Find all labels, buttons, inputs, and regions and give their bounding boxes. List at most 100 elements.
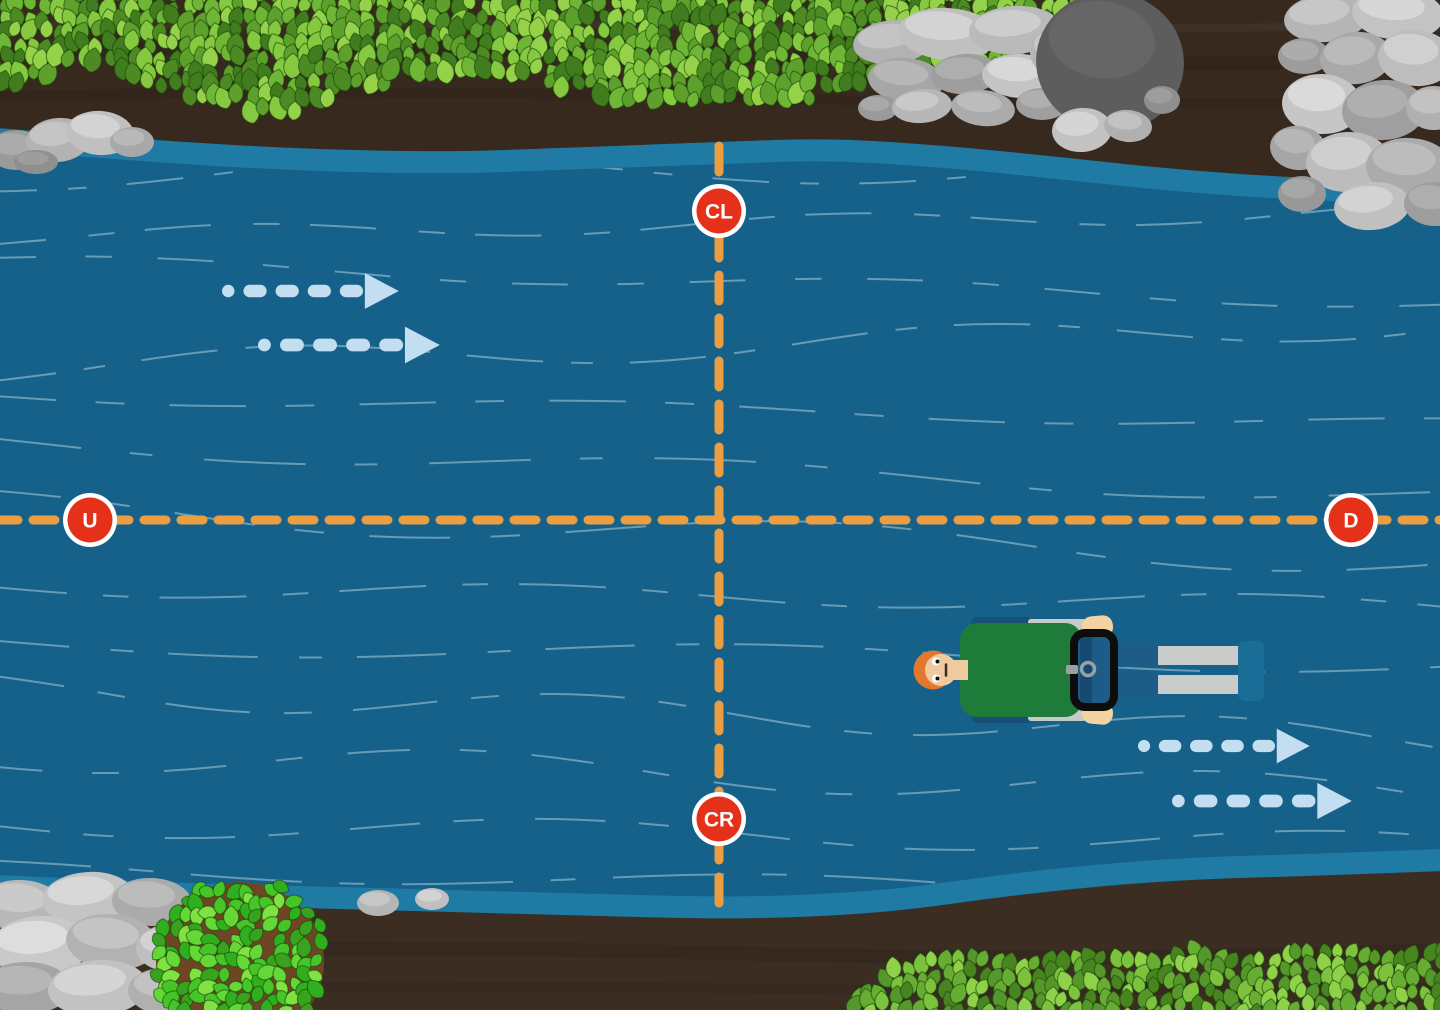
swimmer [913,615,1264,725]
leaf [1288,1000,1301,1010]
leaf [772,0,792,16]
leaf [1120,949,1135,970]
leaf [166,0,183,2]
leaf [288,906,302,921]
leaf [272,879,290,894]
swimmer-feet [1238,641,1264,701]
rock-highlight [1311,136,1372,170]
leaf [741,10,755,29]
leaf [284,894,304,909]
leaf [1158,1002,1173,1010]
leaf [552,74,570,99]
arrow-dash [280,338,304,352]
leaf [1343,955,1359,976]
rock-highlight [1408,185,1440,210]
leaf [23,0,37,11]
arrow-dot [1172,794,1185,808]
leaf [307,969,323,983]
hedge-bottom-right [845,939,1440,1010]
leaf [72,0,87,3]
swimmer-face [925,654,957,686]
leaf [1016,966,1033,989]
marker-dot [1328,497,1374,543]
leaf [262,977,275,996]
leaf [803,89,816,107]
leaf [936,0,952,2]
leaf [632,7,646,24]
arrow-dash [275,284,299,298]
leaf [255,96,270,117]
leaf [1091,1001,1109,1010]
arrow-dot [1138,739,1151,753]
rock-highlight [935,57,984,80]
rock-highlight [1048,0,1155,79]
leaf [1109,947,1125,969]
rock-highlight [117,881,176,908]
leaf [728,0,743,1]
swimmer-shin [1158,675,1240,694]
leaf [799,70,817,93]
marker-dot [67,497,113,543]
rock-highlight [1323,36,1376,66]
rock-highlight [873,60,929,86]
marker-D: D [1324,493,1378,547]
leaf [819,74,835,94]
swimmer-shin [1158,646,1240,665]
leaf [254,0,272,3]
rock-highlight [47,876,114,906]
swimmer-pupil [935,659,940,664]
arrow-dash [1252,739,1276,753]
leaf [1173,996,1187,1010]
arrow-head [1276,728,1310,764]
swimmer-hip-shade [1080,637,1092,703]
leaf [862,1003,877,1010]
rock-highlight [955,91,1002,113]
leaf [1279,960,1293,977]
arrow-dash [339,284,364,298]
leaf [307,44,324,64]
leaf [980,1002,997,1010]
leaf [307,979,325,999]
dashed-arrow-right-icon [1138,728,1310,764]
rock-highlight [0,883,47,913]
leaf [321,35,336,54]
marker-dot [696,796,742,842]
leaf [925,949,938,968]
leaf [1066,1000,1085,1010]
rescue-belt-tab [1066,665,1078,674]
swimmer-pupil [935,676,940,681]
leaf [709,83,727,105]
current-line [0,817,1440,851]
rock-highlight [359,891,390,907]
leaf [709,2,728,27]
arrow-dash [1190,739,1213,753]
leaf [476,8,489,26]
rock-highlight [1287,78,1346,112]
leaf [514,59,531,82]
leaf [1081,998,1095,1010]
arrow-dash [313,338,337,352]
rocks-top-left [0,110,154,174]
leaf [215,1001,231,1010]
leaf [572,73,586,91]
marker-label: D [1343,510,1358,533]
leaf [249,943,264,961]
rescue-belt-ring [1079,660,1097,678]
rock-highlight [70,113,120,139]
leaf [214,86,233,110]
leaf [1381,1001,1396,1010]
leaf [155,76,168,95]
leaf [39,18,54,39]
leaf [1434,952,1440,971]
leaf [228,81,244,104]
leaf [1005,996,1019,1010]
leaf [294,86,311,108]
arrow-dash [1291,794,1316,808]
leaf [1406,1000,1419,1010]
leaf [45,41,65,68]
arrow-dash [346,338,371,352]
leaf [851,70,868,93]
rock-highlight [974,9,1041,37]
current-line [0,640,1440,673]
marker-CL: CL [692,184,746,238]
